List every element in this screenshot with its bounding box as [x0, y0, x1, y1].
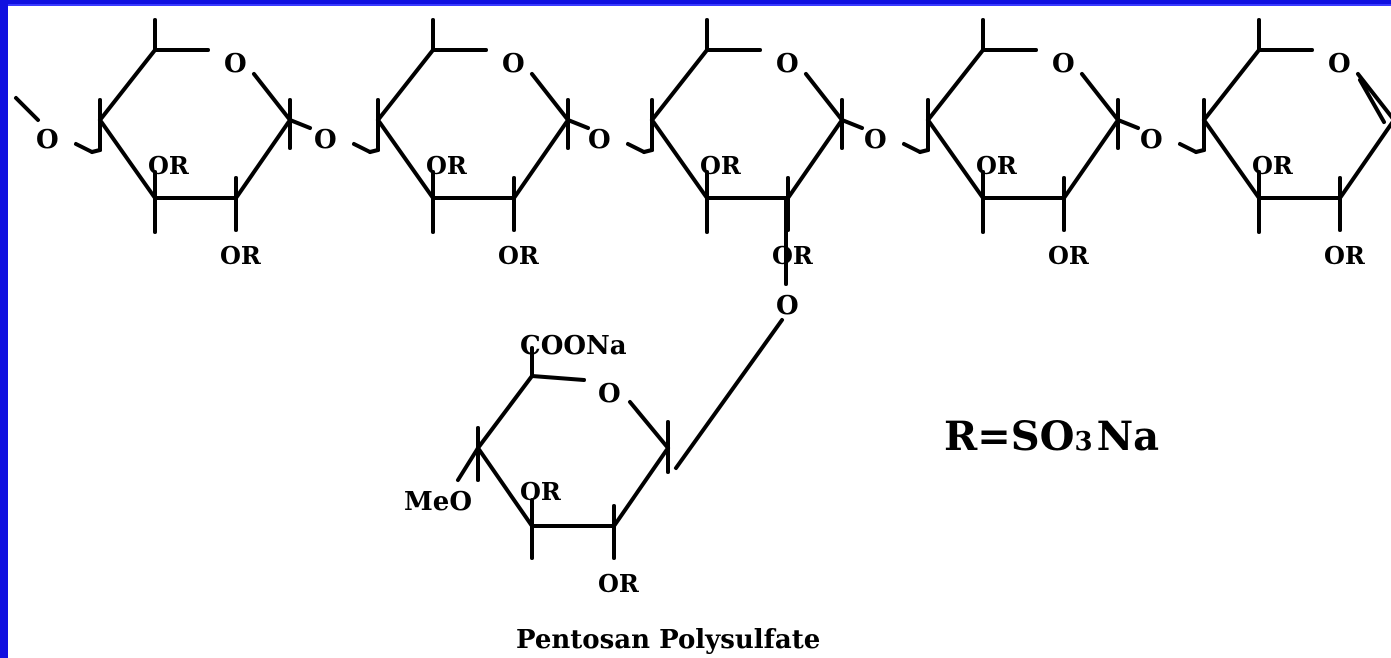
- ring-bond: [376, 118, 435, 200]
- side-ring-bond: [476, 374, 534, 450]
- r-definition-prefix: R=SO: [944, 413, 1075, 460]
- or-label: OR: [1252, 151, 1294, 180]
- ring-bond: [234, 118, 292, 200]
- carboxyl-label: COONa: [520, 331, 627, 361]
- r-definition-suffix: Na: [1097, 413, 1159, 460]
- side-ring-bond: [476, 446, 534, 528]
- ring-bond: [926, 48, 985, 122]
- ring-bond: [98, 118, 157, 200]
- side-ring-oxygen-label: O: [598, 379, 621, 409]
- chain-end-bond: [14, 96, 40, 122]
- ring-bond: [252, 72, 292, 122]
- atom-labels: O OR OR O O OR OR O O OR OR O O OR OR O O OR OR O O O OR OR: [36, 49, 1366, 598]
- caption: Pentosan Polysulfate: [516, 625, 820, 655]
- ring-oxygen-label: O: [1328, 49, 1351, 79]
- ring-bond: [530, 72, 570, 122]
- slide-panel: O OR OR O O OR OR O O OR OR O O OR OR O O OR OR O O O OR OR COO…: [8, 4, 1391, 658]
- chain-end-bond: [1358, 78, 1386, 124]
- side-ring-bond: [612, 446, 670, 528]
- or-label: OR: [772, 241, 814, 270]
- glycosidic-link: [566, 118, 590, 130]
- glycosidic-oxygen-label: O: [588, 125, 611, 155]
- side-ring-bond: [456, 446, 480, 482]
- glycosidic-bond: [352, 142, 372, 154]
- glycosidic-bond: [918, 148, 930, 154]
- side-ring-bond: [530, 374, 586, 382]
- ring-bond: [376, 48, 435, 122]
- ring-bond: [1062, 118, 1120, 200]
- glycosidic-link: [288, 118, 312, 130]
- glycosidic-bond: [90, 148, 102, 154]
- r-definition-subscript: 3: [1075, 427, 1093, 457]
- ring-bond: [804, 72, 844, 122]
- pentosan-polysulfate-structure: O OR OR O O OR OR O O OR OR O O OR OR O O OR OR O O O OR OR COO…: [14, 18, 1391, 655]
- ring-oxygen-label: O: [1052, 49, 1075, 79]
- glycosidic-bond: [74, 142, 94, 154]
- or-label: OR: [498, 241, 540, 270]
- glycosidic-bond: [368, 148, 380, 154]
- glycosidic-oxygen-label: O: [864, 125, 887, 155]
- ring-bond: [1356, 72, 1391, 120]
- glycosidic-bond: [902, 142, 922, 154]
- ring-bond: [650, 48, 709, 122]
- glycosidic-bond: [642, 148, 654, 154]
- ring-bond: [786, 118, 844, 200]
- methoxy-label: MeO: [404, 487, 472, 517]
- or-label: OR: [1324, 241, 1366, 270]
- glycosidic-bond: [1194, 148, 1206, 154]
- ring-bond: [1338, 120, 1391, 200]
- side-or-label: OR: [520, 477, 562, 506]
- ring-bond: [1202, 118, 1261, 200]
- ring-oxygen-label: O: [776, 49, 799, 79]
- ring-bond: [650, 118, 709, 200]
- ring-oxygen-label: O: [224, 49, 247, 79]
- ring-bond: [1202, 48, 1261, 122]
- or-label: OR: [148, 151, 190, 180]
- or-label: OR: [426, 151, 468, 180]
- glycosidic-link: [840, 118, 864, 130]
- side-ring-bond: [628, 400, 670, 450]
- glycosidic-oxygen-label: O: [314, 125, 337, 155]
- ring-oxygen-label: O: [502, 49, 525, 79]
- glycosidic-link: [1116, 118, 1140, 130]
- glycosidic-bond: [626, 142, 646, 154]
- ring-bond: [512, 118, 570, 200]
- glycosidic-oxygen-label: O: [36, 125, 59, 155]
- ring-bond: [1080, 72, 1120, 122]
- ring-bond: [926, 118, 985, 200]
- branch-bond: [674, 318, 784, 470]
- or-label: OR: [700, 151, 742, 180]
- glycosidic-bond: [1178, 142, 1198, 154]
- glycosidic-oxygen-label: O: [1140, 125, 1163, 155]
- or-label: OR: [1048, 241, 1090, 270]
- branch-oxygen-label: O: [776, 291, 799, 321]
- ring-bond: [98, 48, 157, 122]
- or-label: OR: [976, 151, 1018, 180]
- side-or-label: OR: [598, 569, 640, 598]
- or-label: OR: [220, 241, 262, 270]
- bond-lines: [14, 18, 1391, 560]
